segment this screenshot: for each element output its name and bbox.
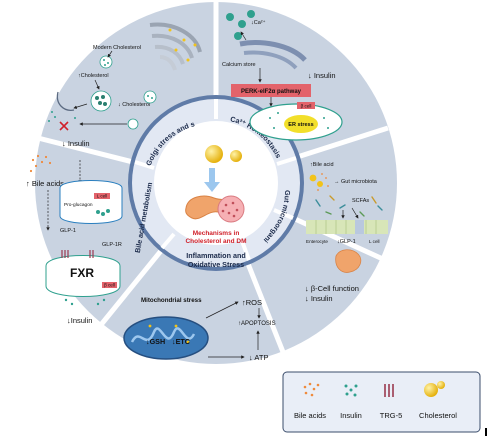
bile-lcell-label: L cell: [97, 194, 108, 199]
sector-dividers: [37, 2, 389, 353]
legend-bile-acids: Bile acids: [294, 411, 326, 420]
ring-dividers: [134, 99, 297, 261]
proglucagon-label: Pro-glucagon: [64, 202, 93, 208]
golgi-panel: Modern Cholesterol ↑Cholesterol ↓ Choles…: [48, 22, 202, 148]
ring-title-inflammation-1: Inflammation and: [186, 251, 246, 260]
calcium-panel: ↓Ca²⁺ Calcium store ↓ Insulin PERK-eIF2α…: [222, 10, 343, 141]
beta-cell-tag: [297, 102, 315, 109]
er-membrane: [239, 40, 307, 62]
beta-cell-tag: [102, 282, 117, 288]
down-cholesterol-label: ↓ Cholesterol: [118, 102, 150, 108]
ros-label: ↑ROS: [242, 298, 262, 307]
trg5-swatch: [384, 384, 394, 397]
gsh-label: ↓GSH: [146, 337, 165, 346]
glp1r-label: GLP-1R: [102, 242, 122, 248]
cholesterol-icon: [205, 145, 223, 163]
intestinal-wall: [306, 220, 388, 234]
bile-panel: ↑ Bile acids L cell Pro-glucagon GLP-1 G…: [26, 154, 123, 325]
mito-panel: Mitochondrial stress ↓GSH ↓ETC ↑ROS ↑APO…: [123, 297, 276, 362]
granule-icon: [90, 90, 112, 112]
legend-box: [282, 371, 481, 433]
modern-cholesterol-label: Modern Cholesterol: [93, 45, 141, 51]
l-cell-tag: [94, 193, 110, 199]
golgi-insulin-label: ↓ Insulin: [62, 139, 90, 148]
cell-membrane: [56, 91, 75, 111]
perk-label: PERK-eIF2α pathway: [241, 89, 302, 95]
up-cholesterol-label: ↑Cholesterol: [78, 73, 109, 79]
bile-beta-cell-label: β cell: [104, 283, 115, 288]
scfas-label: SCFAs: [352, 198, 369, 204]
granule-icon: [127, 118, 139, 130]
legend-insulin: Insulin: [340, 411, 362, 420]
cholesterol-icon: [230, 150, 242, 162]
ring-title-inflammation-2: Oxidative Stress: [188, 260, 244, 269]
pancreas-icon: [335, 249, 362, 273]
perk-pathway-box: [231, 84, 311, 97]
er-stress-label: ER stress: [288, 122, 313, 128]
islet-icon: [217, 195, 245, 223]
gut-lcell-label: L cell: [369, 239, 380, 244]
etc-label: ↓ETC: [172, 337, 190, 346]
center-illustration: Mechanisms in Cholesterol and DM: [185, 145, 247, 245]
gut-microbiota-label: → Gut microbiota: [334, 179, 378, 185]
enterocyte-label: Enterocyte: [306, 239, 328, 244]
er-stress-shape: [284, 115, 318, 133]
calcium-store-label: Calcium store: [222, 62, 256, 68]
gut-glp1-label: ↓GLP-1: [337, 239, 356, 245]
granule-icon: [143, 90, 157, 104]
calcium-insulin-label: ↓ Insulin: [308, 71, 336, 80]
calcium-beta-cell-label: β cell: [301, 104, 312, 109]
fxr-label: FXR: [70, 266, 94, 280]
cholesterol-swatch: [424, 383, 438, 397]
bile-acids-swatch: [303, 382, 320, 397]
gut-panel: ↑Bile acid → Gut microbiota SCFAs Entero…: [305, 162, 388, 303]
atp-label: ↓ ATP: [249, 353, 268, 362]
golgi-stack: [149, 22, 202, 53]
bile-acids-label: ↑ Bile acids: [26, 179, 64, 188]
legend-trg5: TRG-5: [380, 411, 403, 420]
apoptosis-label: ↑APOPTOSIS: [238, 321, 276, 327]
center-title-2: Cholesterol and DM: [185, 238, 246, 245]
l-cell-shape: [59, 180, 123, 224]
gut-insulin-label: ↓ Insulin: [305, 294, 333, 303]
legend-cholesterol: Cholesterol: [419, 411, 457, 420]
corner-mark: [485, 428, 487, 436]
block-icon: [59, 121, 69, 131]
granule-icon: [99, 55, 113, 69]
beta-function-label: ↓ β-Cell function: [305, 284, 359, 293]
l-cell-shape: [355, 220, 364, 234]
cholesterol-swatch: [437, 381, 445, 389]
trg5-receptors: [61, 250, 94, 258]
insulin-swatch: [344, 384, 358, 397]
bile-glp1-label: GLP-1: [60, 228, 76, 234]
legend: Bile acids Insulin TRG-5 Cholesterol: [282, 371, 481, 433]
bile-insulin-label: ↓Insulin: [67, 316, 92, 325]
microbiota-icons: [315, 195, 383, 217]
center-title-1: Mechanisms in: [193, 230, 240, 237]
ca-label: ↓Ca²⁺: [251, 19, 266, 26]
arrow-down-icon: [204, 168, 220, 192]
mito-title: Mitochondrial stress: [141, 297, 202, 304]
gut-bile-acid-label: ↑Bile acid: [310, 162, 334, 168]
